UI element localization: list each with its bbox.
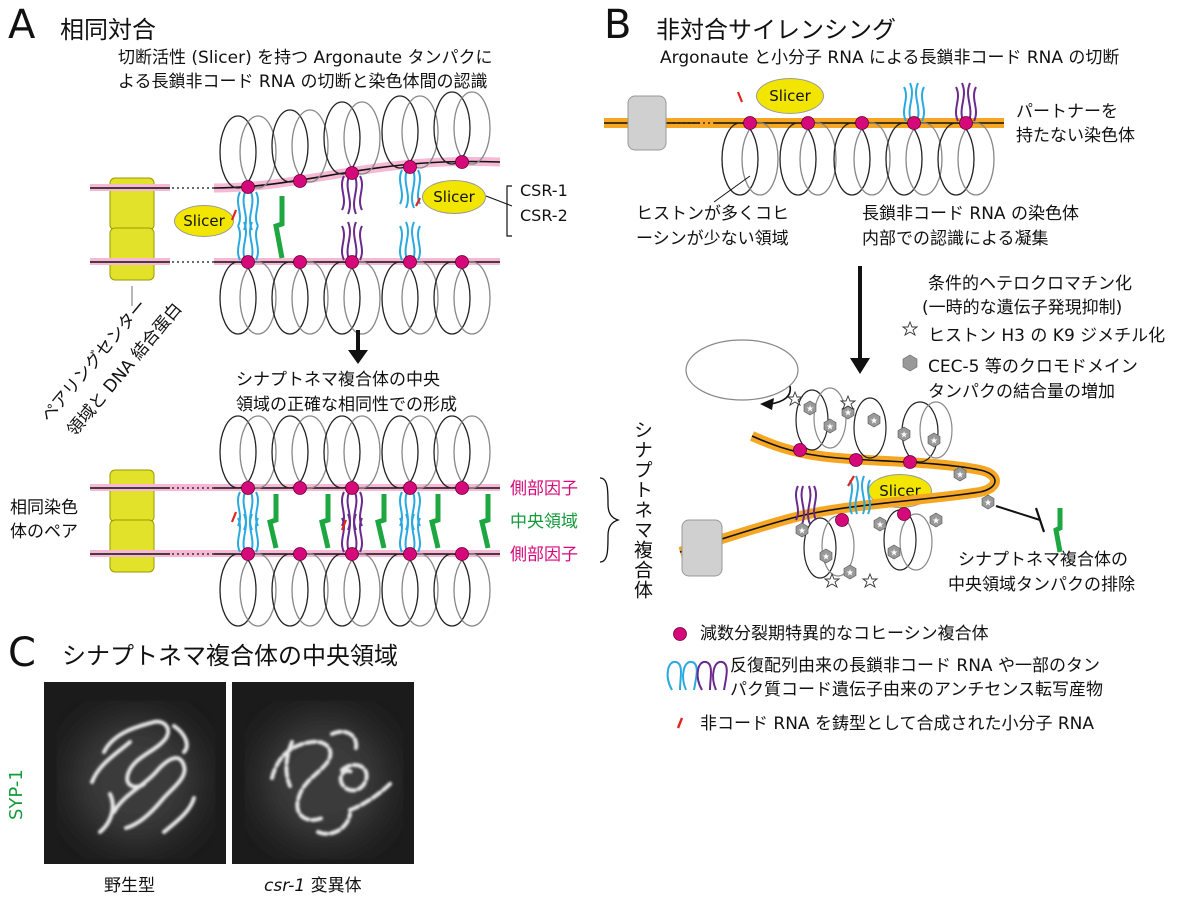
methyltransferase-line1: メチル基	[718, 349, 783, 368]
panel-a-letter: A	[8, 2, 36, 48]
wild-type-syp1-image	[70, 714, 202, 846]
panel-b-desc: Argonaute と小分子 RNA による長鎖非コード RNA の切断	[660, 48, 1120, 68]
legend-rna-line1: 反復配列由来の長鎖非コード RNA や一部のタン	[730, 656, 1100, 676]
cec5-line2: タンパクの結合量の増加	[928, 382, 1115, 402]
slicer-badge-a-left: Slicer	[174, 205, 234, 237]
panel-b-letter: B	[604, 2, 632, 48]
sc-vertical-label: シナプトネマ複合体	[631, 420, 653, 600]
panel-b-title: 非対合サイレンシング	[656, 16, 896, 44]
lateral-element-top: 側部因子	[510, 479, 578, 499]
k9-dimethyl-label: ヒストン H3 の K9 ジメチル化	[928, 326, 1166, 346]
csr2-label: CSR-2	[520, 206, 568, 225]
cec5-line1: CEC-5 等のクロモドメイン	[928, 357, 1138, 377]
histone-rich-line1: ヒストンが多くコヒ	[636, 204, 789, 224]
central-region-label: 中央領域	[510, 512, 578, 532]
panel-a-desc-line1: 切断活性 (Slicer) を持つ Argonaute タンパクに	[118, 48, 493, 68]
mutant-label: csr-1 変異体	[264, 874, 362, 898]
histone-rich-line2: ーシンが少ない領域	[636, 229, 789, 249]
csr1-mutant-micrograph	[232, 682, 414, 864]
recognition-line1: 長鎖非コード RNA の染色体	[862, 204, 1079, 224]
panel-a-title: 相同対合	[60, 16, 156, 44]
mutant-syp1-image	[258, 714, 394, 846]
recognition-line2: 内部での認識による凝集	[862, 229, 1049, 249]
heterochromatin-line1: 条件的ヘテロクロマチン化	[928, 274, 1132, 294]
mutant-suffix: 変異体	[305, 876, 362, 896]
heterochromatin-line2: (一時的な遺伝子発現抑制)	[922, 298, 1123, 318]
methyltransferase-line2: 転移酵素	[713, 371, 778, 390]
csr1-label: CSR-1	[520, 181, 568, 200]
partner-line1: パートナーを	[1016, 102, 1118, 122]
partner-line2: 持たない染色体	[1016, 126, 1135, 146]
homolog-pair-line1: 相同染色	[10, 498, 78, 518]
legend-cohesin-text: 減数分裂期特異的なコヒーシン複合体	[700, 624, 989, 644]
slicer-badge-b-top: Slicer	[756, 78, 824, 114]
sc-formation-line1: シナプトネマ複合体の中央	[236, 370, 440, 390]
panel-c-letter: C	[8, 630, 36, 676]
exclusion-line2: 中央領域タンパクの排除	[948, 575, 1135, 595]
panel-c-title: シナプトネマ複合体の中央領域	[62, 642, 398, 670]
homolog-pair-line2: 体のペア	[10, 522, 78, 542]
wild-type-label: 野生型	[104, 876, 155, 896]
legend-rna-line2: パク質コード遺伝子由来のアンチセンス転写産物	[730, 680, 1103, 700]
sc-formation-line2: 領域の正確な相同性での形成	[236, 395, 457, 415]
slicer-badge-a-right: Slicer	[422, 180, 486, 214]
legend-small-rna-text: 非コード RNA を鋳型として合成された小分子 RNA	[700, 714, 1095, 734]
csr1-gene-name: csr-1	[264, 876, 306, 896]
wild-type-micrograph	[44, 682, 226, 864]
syp1-stain-label: SYP-1	[6, 769, 27, 820]
slicer-badge-b-bottom: Slicer	[868, 474, 932, 508]
lateral-element-bottom: 側部因子	[510, 545, 578, 565]
panel-a-desc-line2: よる長鎖非コード RNA の切断と染色体間の認識	[118, 72, 488, 92]
exclusion-line1: シナプトネマ複合体の	[958, 550, 1128, 570]
